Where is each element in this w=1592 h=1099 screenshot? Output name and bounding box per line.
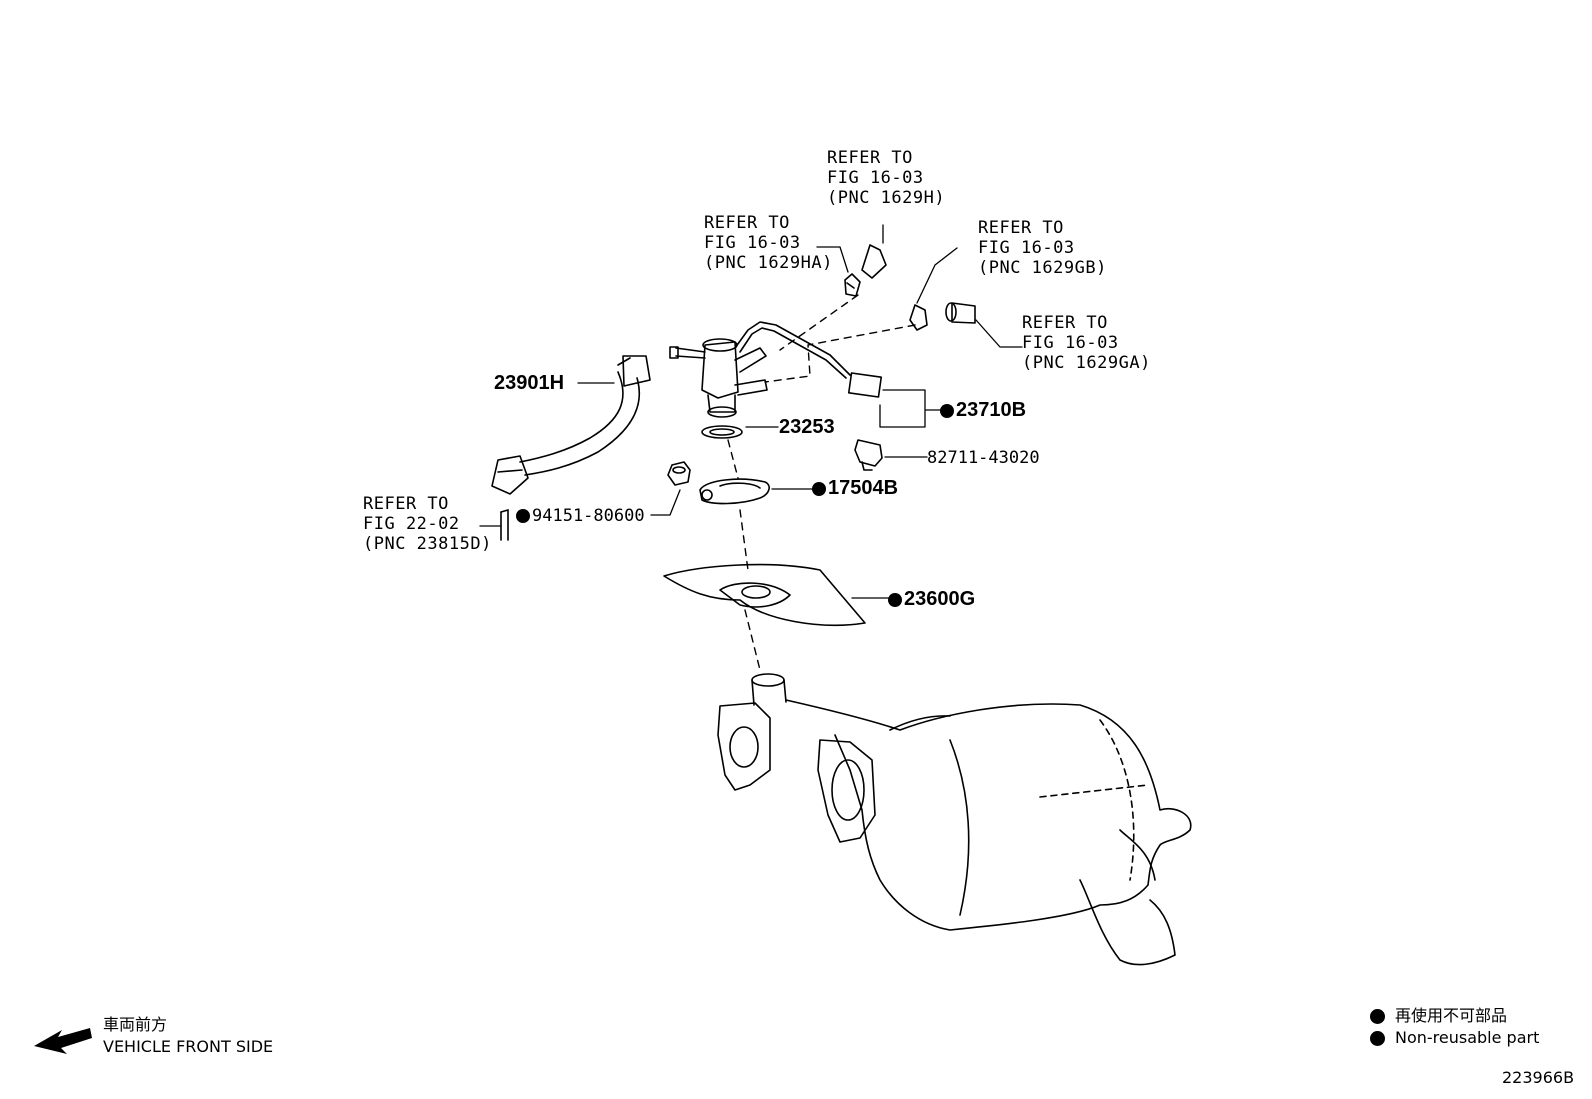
legend-en-text: Non-reusable part — [1395, 1028, 1540, 1047]
refer-label-23815d: REFER TO FIG 22-02 (PNC 23815D) — [363, 494, 492, 554]
part-number: 23600G — [904, 588, 976, 610]
hose-23901h — [491, 355, 651, 495]
part-23901h-label: 23901H — [494, 372, 565, 394]
refer-line3: (PNC 1629GB) — [978, 258, 1107, 278]
refer-line3: (PNC 23815D) — [363, 534, 492, 554]
gasket-23253 — [701, 425, 743, 439]
part-23710b-label: 23710B — [940, 398, 1026, 422]
part-number: 23710B — [956, 399, 1027, 421]
refer-line1: REFER TO — [363, 494, 449, 514]
refer-line3: (PNC 1629H) — [827, 188, 946, 208]
refer-label-1629ga: REFER TO FIG 16-03 (PNC 1629GA) — [1022, 313, 1151, 373]
legend-jp-text: 再使用不可部品 — [1395, 1006, 1508, 1025]
non-reusable-dot-icon — [812, 481, 826, 496]
non-reusable-dot-icon — [1370, 1009, 1385, 1024]
figure-id: 223966B — [1502, 1068, 1575, 1087]
refer-line2: FIG 16-03 — [704, 233, 801, 253]
non-reusable-dot-icon — [516, 509, 530, 523]
pressure-sensor — [669, 321, 883, 418]
refer-line2: FIG 16-03 — [978, 238, 1075, 258]
refer-line2: FIG 16-03 — [1022, 333, 1119, 353]
part-17504b-label: 17504B — [812, 476, 898, 500]
nut-94151 — [667, 461, 691, 486]
refer-label-1629h: REFER TO FIG 16-03 (PNC 1629H) — [827, 148, 945, 208]
refer-line1: REFER TO — [704, 213, 790, 233]
stud-23815d — [500, 509, 509, 541]
legend-jp: 再使用不可部品 — [1370, 1002, 1507, 1026]
catalytic-converter — [717, 673, 1192, 966]
part-number: 94151-80600 — [532, 506, 645, 526]
legend-en: Non-reusable part — [1370, 1028, 1539, 1047]
hose-1629ga — [945, 302, 976, 324]
refer-line2: FIG 16-03 — [827, 168, 924, 188]
refer-line1: REFER TO — [978, 218, 1064, 238]
clip-1629gb — [909, 304, 928, 331]
clip-1629ha — [844, 273, 861, 297]
non-reusable-dot-icon — [1370, 1031, 1385, 1046]
refer-label-1629ha: REFER TO FIG 16-03 (PNC 1629HA) — [704, 213, 833, 273]
refer-line1: REFER TO — [1022, 313, 1108, 333]
front-label-jp: 車両前方 — [103, 1015, 168, 1034]
leader-lines — [479, 224, 1023, 599]
non-reusable-dot-icon — [940, 403, 954, 418]
insulator-23600g — [663, 563, 866, 626]
refer-line3: (PNC 1629GA) — [1022, 353, 1151, 373]
vehicle-front-label: 車両前方 VEHICLE FRONT SIDE — [103, 1014, 273, 1058]
front-direction-arrow — [34, 1028, 92, 1054]
refer-line3: (PNC 1629HA) — [704, 253, 833, 273]
refer-line1: REFER TO — [827, 148, 913, 168]
non-reusable-dot-icon — [888, 592, 902, 607]
connector-82711 — [854, 439, 883, 471]
refer-line2: FIG 22-02 — [363, 514, 460, 534]
hose-1629h — [861, 244, 887, 279]
clamp-17504b — [699, 478, 770, 505]
refer-label-1629gb: REFER TO FIG 16-03 (PNC 1629GB) — [978, 218, 1107, 278]
part-82711-label: 82711-43020 — [927, 448, 1040, 468]
front-label-en: VEHICLE FRONT SIDE — [103, 1037, 274, 1056]
part-94151-label: 94151-80600 — [516, 504, 645, 528]
part-23253-label: 23253 — [779, 416, 835, 438]
part-23600g-label: 23600G — [888, 587, 975, 611]
part-number: 17504B — [828, 477, 899, 499]
